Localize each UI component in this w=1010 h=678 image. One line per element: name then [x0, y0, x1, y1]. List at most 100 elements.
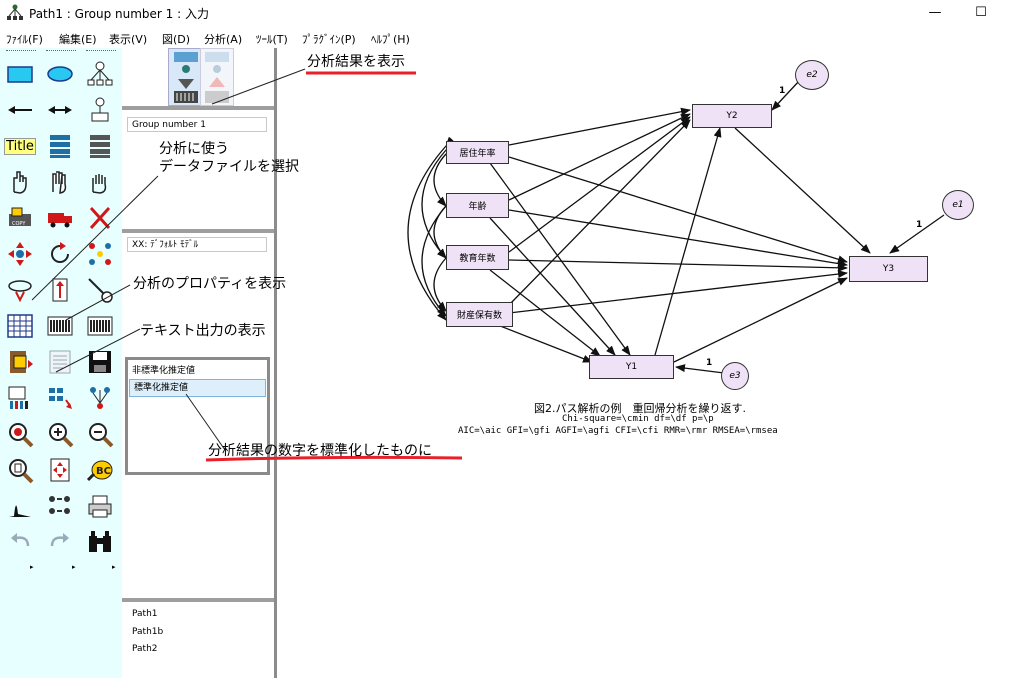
expand-icon[interactable]: ▸ — [72, 563, 76, 571]
zoom-out-icon[interactable] — [83, 418, 117, 450]
zoom-page-icon[interactable] — [3, 454, 37, 486]
ellipse-icon[interactable] — [43, 58, 77, 90]
zoom-in-icon[interactable] — [43, 418, 77, 450]
analysis-properties-icon[interactable] — [3, 310, 37, 342]
menu-file[interactable]: ﾌｧｲﾙ(F) — [6, 33, 43, 46]
node-y2[interactable]: Y2 — [692, 104, 772, 128]
save-icon[interactable] — [83, 346, 117, 378]
binoculars-icon[interactable] — [83, 526, 117, 558]
unique-variable-icon[interactable] — [83, 94, 117, 126]
title-icon[interactable]: Title — [3, 130, 37, 162]
svg-text:BC: BC — [96, 466, 111, 477]
expand-icon[interactable]: ▸ — [30, 563, 34, 571]
node-nenrei[interactable]: 年齢 — [446, 193, 509, 218]
bootstrap-icon[interactable] — [3, 490, 37, 522]
rotate-icon[interactable] — [43, 238, 77, 270]
node-y1[interactable]: Y1 — [589, 355, 674, 379]
bayesian-icon[interactable] — [43, 382, 77, 414]
fit-to-page-icon[interactable] — [43, 454, 77, 486]
svg-text:COPY: COPY — [12, 221, 26, 227]
loading-label: 1 — [706, 358, 713, 368]
annotation-text-output: テキスト出力の表示 — [140, 323, 266, 339]
expand-icon[interactable]: ▸ — [112, 563, 116, 571]
minimize-button[interactable]: — — [928, 5, 942, 20]
view-output-button[interactable] — [200, 48, 234, 106]
estimates-list: 非標準化推定値 標準化推定値 — [125, 357, 270, 475]
annotation-data-file-line2: データファイルを選択 — [159, 159, 299, 175]
annotation-standardized: 分析結果の数字を標準化したものに — [208, 443, 432, 459]
degrees-freedom-icon[interactable] — [43, 490, 77, 522]
diagram-caption: 図2.パス解析の例 重回帰分析を繰り返す. — [534, 402, 746, 415]
canvas-divider — [274, 48, 277, 678]
magnify-icon[interactable] — [3, 418, 37, 450]
menu-tools[interactable]: ﾂｰﾙ(T) — [256, 33, 288, 46]
rectangle-icon[interactable] — [3, 58, 37, 90]
node-jukyo[interactable]: 居住年率 — [446, 141, 509, 164]
menu-diagram[interactable]: 図(D) — [162, 33, 191, 46]
fit-line-2: AIC=\aic GFI=\gfi AGFI=\agfi CFI=\cfi RM… — [458, 426, 778, 436]
specification-search-icon[interactable] — [3, 382, 37, 414]
menu-plugins[interactable]: ﾌﾟﾗｸﾞｲﾝ(P) — [302, 33, 356, 46]
scroll-icon[interactable] — [3, 274, 37, 306]
select-one-icon[interactable] — [3, 166, 37, 198]
path-file-item[interactable]: Path2 — [132, 644, 158, 654]
erase-icon[interactable] — [83, 202, 117, 234]
group-name[interactable]: Group number 1 — [127, 117, 267, 132]
error-e1[interactable]: e1 — [942, 190, 974, 220]
duplicate-icon[interactable]: COPY — [3, 202, 37, 234]
path-file-item[interactable]: Path1 — [132, 609, 158, 619]
error-e2[interactable]: e2 — [795, 60, 829, 90]
window-title: Path1 : Group number 1 : 入力 — [29, 7, 209, 21]
redo-icon[interactable] — [43, 526, 77, 558]
title-bar: Path1 : Group number 1 : 入力 — ☐ — [0, 0, 1010, 26]
loupe-icon[interactable]: BC — [83, 454, 117, 486]
node-kyoiku[interactable]: 教育年数 — [446, 245, 509, 270]
preview-icon[interactable] — [83, 490, 117, 522]
menu-help[interactable]: ﾍﾙﾌﾟ(H) — [371, 33, 410, 46]
view-input-button[interactable] — [168, 48, 204, 106]
view-text-icon[interactable] — [83, 310, 117, 342]
panel-divider — [122, 598, 274, 602]
annotation-data-file-line1: 分析に使う — [159, 141, 229, 157]
move-icon[interactable] — [43, 202, 77, 234]
select-all-icon[interactable] — [43, 166, 77, 198]
toolbox-separator — [6, 50, 36, 52]
loading-label: 1 — [779, 86, 786, 96]
double-arrow-icon[interactable] — [43, 94, 77, 126]
error-e3[interactable]: e3 — [721, 362, 749, 390]
menu-view[interactable]: 表示(V) — [109, 33, 148, 46]
standardized-estimates-item[interactable]: 標準化推定値 — [129, 379, 266, 397]
toolbox-separator — [86, 50, 116, 52]
title-icon-label: Title — [4, 137, 36, 155]
loading-label: 1 — [916, 220, 923, 230]
unstandardized-estimates-item[interactable]: 非標準化推定値 — [132, 366, 196, 376]
annotation-properties: 分析のプロパティを表示 — [133, 276, 287, 292]
app-icon — [6, 4, 24, 22]
list-variables-icon[interactable] — [43, 130, 77, 162]
undo-icon[interactable] — [3, 526, 37, 558]
reflect-icon[interactable] — [83, 238, 117, 270]
menu-analyze[interactable]: 分析(A) — [204, 33, 243, 46]
single-arrow-icon[interactable] — [3, 94, 37, 126]
list-data-variables-icon[interactable] — [83, 130, 117, 162]
touch-up-icon[interactable] — [43, 274, 77, 306]
calculate-estimates-icon[interactable] — [43, 310, 77, 342]
deselect-all-icon[interactable] — [83, 166, 117, 198]
node-zaisan[interactable]: 財産保有数 — [446, 302, 513, 327]
multiple-group-icon[interactable] — [83, 382, 117, 414]
maximize-button[interactable]: ☐ — [975, 5, 987, 20]
panel-divider — [122, 229, 274, 233]
copy-clipboard-icon[interactable] — [3, 346, 37, 378]
path-file-item[interactable]: Path1b — [132, 627, 164, 637]
node-y3[interactable]: Y3 — [849, 256, 928, 282]
annotation-show-results: 分析結果を表示 — [307, 54, 405, 70]
fit-line-1: Chi-square=\cmin df=\df p=\p — [562, 414, 714, 424]
model-name[interactable]: XX: ﾃﾞﾌｫﾙﾄ ﾓﾃﾞﾙ — [127, 237, 267, 252]
toolbox-separator — [46, 50, 76, 52]
move-parameter-icon[interactable] — [3, 238, 37, 270]
menu-edit[interactable]: 編集(E) — [59, 33, 97, 46]
panel-divider — [122, 106, 274, 110]
latent-indicator-icon[interactable] — [83, 58, 117, 90]
